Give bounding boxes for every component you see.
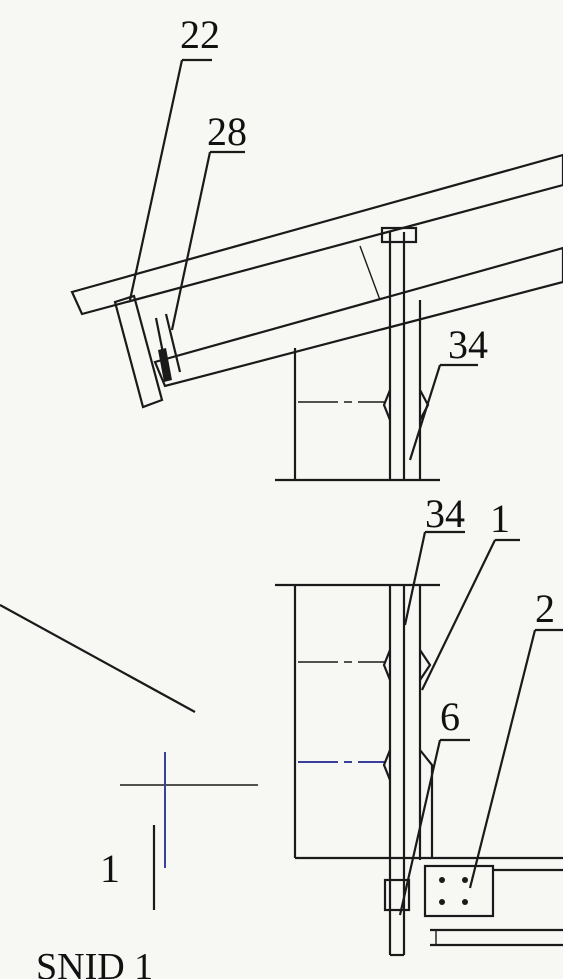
notch-lower1-l (382, 649, 392, 681)
diagonal-line (0, 604, 196, 713)
figure-caption: SNID 1 (36, 946, 153, 979)
label-34-upper: 34 (448, 322, 488, 367)
block-line-2 (164, 313, 182, 373)
plate-hole-3 (439, 899, 445, 905)
bracket-plate (423, 864, 495, 918)
section-mark (0, 604, 258, 910)
label-28: 28 (207, 109, 247, 154)
notch-upper-l (382, 389, 392, 421)
label-1: 1 (490, 496, 510, 541)
upper-rafter (70, 153, 563, 316)
leader-28 (170, 151, 212, 331)
label-2: 2 (535, 586, 555, 631)
leader-34a (408, 364, 442, 461)
brace-line (359, 245, 381, 301)
plate-hole-1 (439, 877, 445, 883)
label-22: 22 (180, 12, 220, 57)
notch-lower2-r (419, 749, 434, 858)
notch-lower1-r (419, 649, 432, 681)
leader-1 (421, 539, 496, 691)
label-34-lower: 34 (425, 491, 465, 536)
label-6: 6 (440, 694, 460, 739)
leader-2 (468, 629, 537, 889)
column-upper (275, 232, 440, 482)
column-lower (275, 583, 563, 957)
leader-6 (398, 739, 442, 916)
roof-assembly (70, 153, 563, 409)
leaders (128, 58, 563, 916)
plate-hole-4 (462, 899, 468, 905)
leader-34b (403, 531, 427, 626)
notch-lower2-l (382, 749, 392, 781)
lower-rafter (153, 246, 563, 388)
nut-block (383, 878, 411, 912)
plate-hole-2 (462, 877, 468, 883)
rafter-end-post (113, 294, 164, 409)
section-number: 1 (100, 846, 120, 891)
leader-22 (128, 59, 184, 301)
bolt-head (380, 226, 418, 244)
block-fill (158, 348, 172, 382)
